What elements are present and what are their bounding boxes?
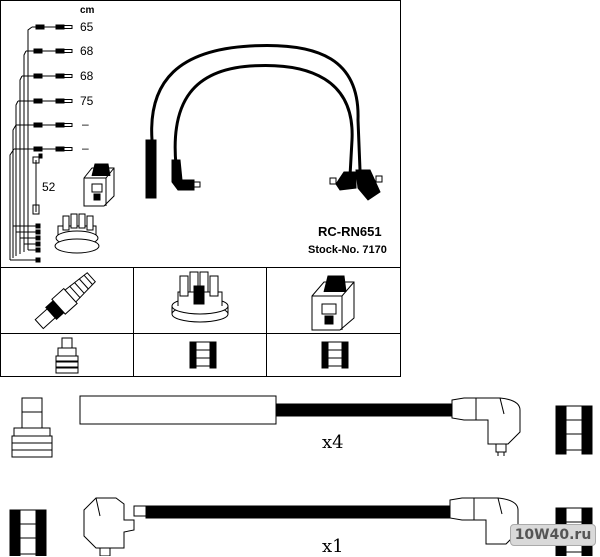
length-label: 75: [80, 94, 94, 108]
length-label: 68: [80, 69, 94, 83]
large-cap-terminal: [9, 509, 47, 556]
coil-lead: [32, 153, 43, 215]
watermark-logo: 10W40.ru: [510, 524, 596, 546]
coil-lead-length-label: 52: [42, 180, 56, 194]
plug-lead-quantity: x4: [322, 432, 344, 453]
cable-row: [22, 73, 73, 79]
length-schematic: [9, 24, 73, 263]
plug-terminal-icon: [55, 337, 79, 374]
plug-lead-drawing: [79, 395, 521, 456]
cable-terminals: [10, 223, 41, 263]
cable-row: [14, 146, 73, 152]
cable-row: [32, 24, 73, 30]
cap-terminal-icon: [189, 341, 217, 369]
stock-number: Stock-No. 7170: [308, 244, 387, 256]
length-label: –: [82, 141, 89, 155]
coil-lead-quantity: x1: [322, 536, 344, 557]
coil-lead-drawing: [83, 497, 519, 556]
cable-row: [16, 122, 73, 128]
coil-terminal-icon: [321, 341, 349, 369]
ignition-coil-icon: [311, 275, 355, 331]
cell-divider: [0, 333, 401, 334]
distributor-cap-small-icon: [54, 213, 100, 254]
cable-set-drawing: [145, 43, 383, 201]
large-coil-terminal: [555, 405, 593, 455]
length-label: 65: [80, 20, 94, 34]
large-plug-terminal: [11, 397, 53, 458]
coil-cell: [266, 267, 401, 377]
distributor-cap-icon: [171, 271, 229, 323]
ignition-coil-small-icon: [83, 163, 115, 207]
cable-row: [26, 48, 73, 54]
kit-title: RC-RN651: [318, 224, 382, 239]
cable-row: [18, 98, 73, 104]
length-label: –: [82, 117, 89, 131]
cable-bundle: [9, 26, 33, 260]
length-unit-label: cm: [80, 5, 95, 16]
spark-plug-icon: [34, 272, 96, 330]
length-label: 68: [80, 44, 94, 58]
